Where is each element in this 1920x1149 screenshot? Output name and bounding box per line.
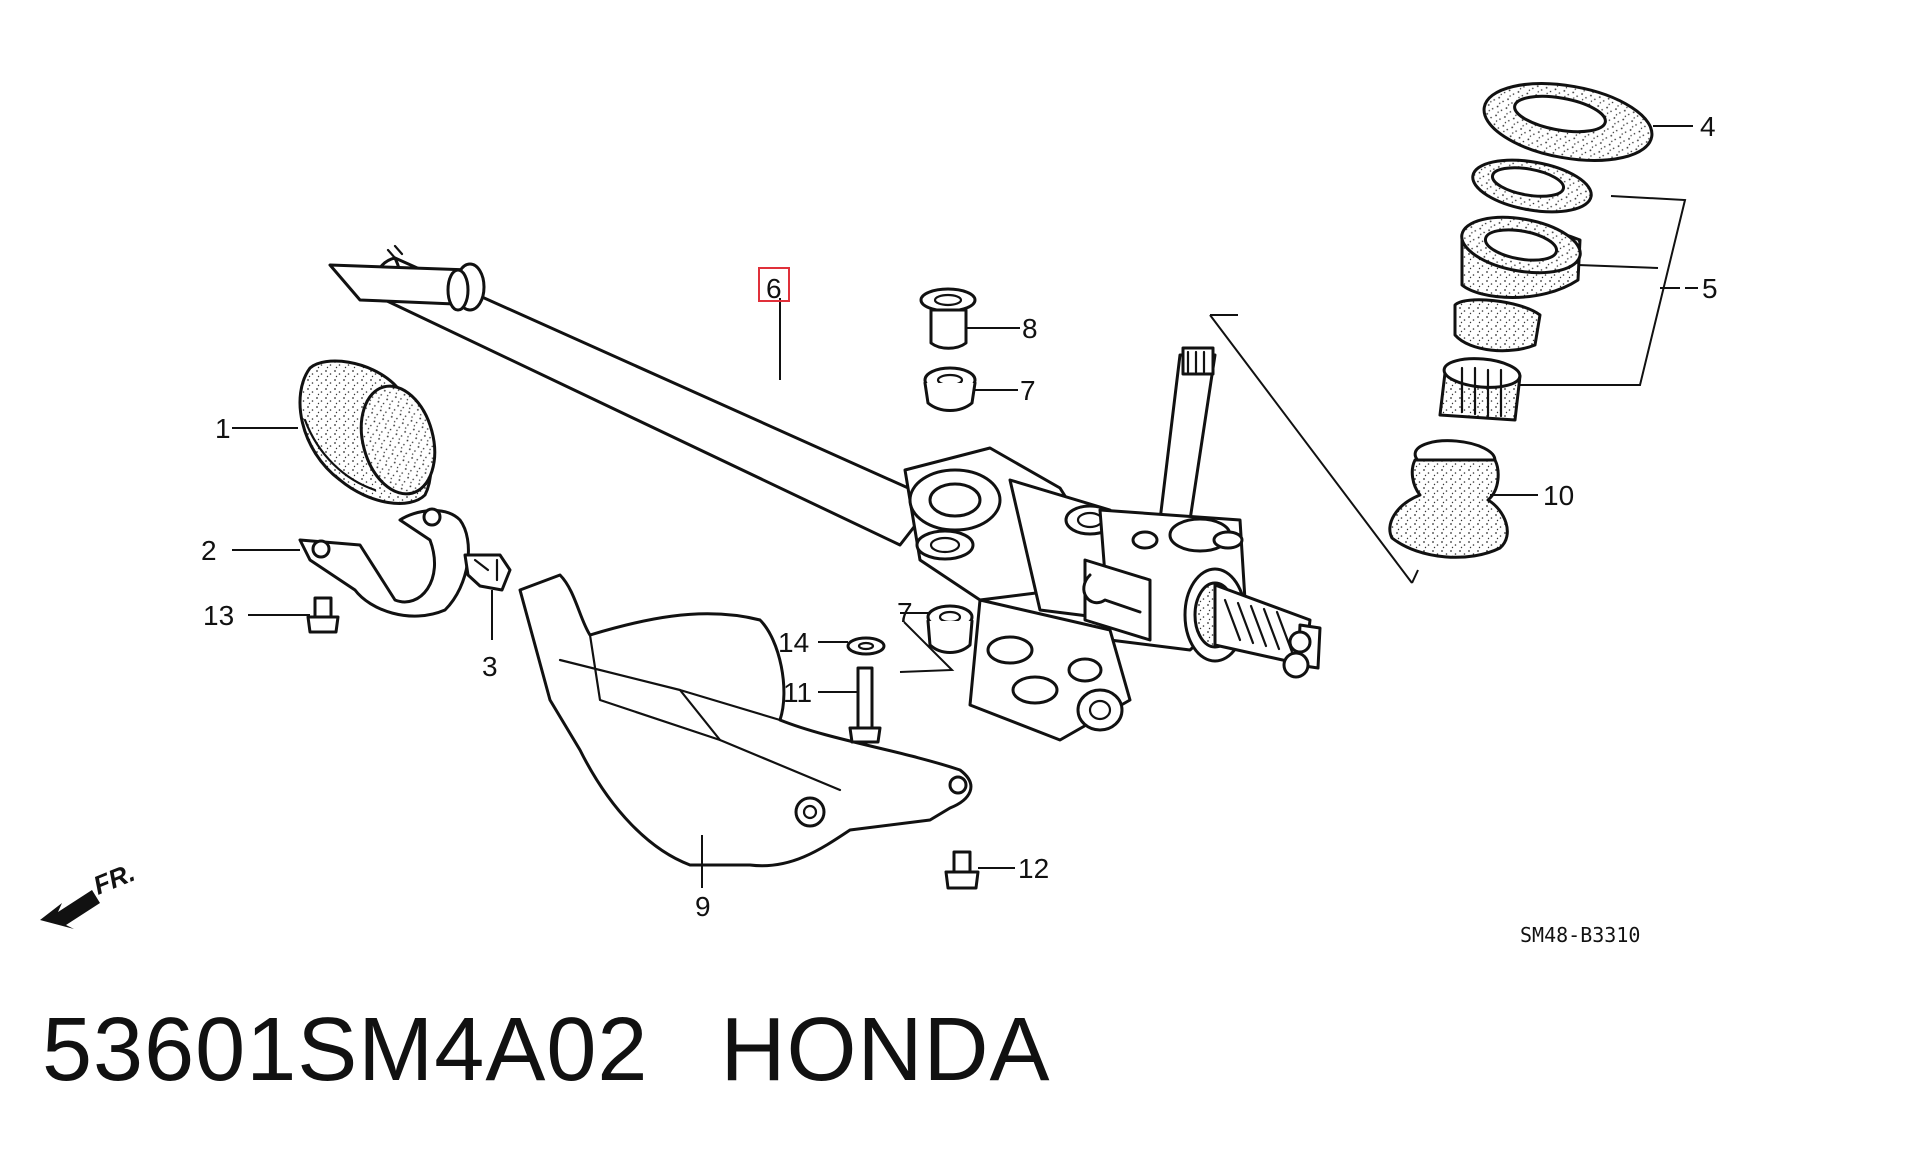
leader-lines	[232, 125, 1698, 888]
front-direction-arrow-icon	[40, 890, 100, 929]
cushion-part-7-lower[interactable]	[926, 604, 974, 654]
callout-14[interactable]: 14	[778, 627, 809, 658]
callout-8[interactable]: 8	[1022, 313, 1038, 344]
flange-bolt-part-13[interactable]	[306, 596, 340, 634]
callout-6[interactable]: 6	[766, 273, 782, 304]
washer-part-14[interactable]	[846, 636, 886, 656]
callout-2[interactable]: 2	[201, 535, 217, 566]
callout-4[interactable]: 4	[1700, 111, 1716, 142]
callout-11[interactable]: 11	[783, 677, 812, 708]
callout-9[interactable]: 9	[695, 891, 711, 922]
callout-13[interactable]: 13	[203, 600, 234, 631]
callout-12[interactable]: 12	[1018, 853, 1049, 884]
bushing-part-1[interactable]	[298, 359, 446, 505]
steering-gear-box-part-6[interactable]	[328, 244, 1322, 742]
diagram-code: SM48-B3310	[1520, 923, 1640, 947]
flange-bolt-part-12[interactable]	[944, 850, 980, 890]
holder-part-2[interactable]	[298, 507, 470, 618]
clip-part-3[interactable]	[463, 553, 512, 592]
callout-7-lower[interactable]: 7	[897, 597, 913, 628]
callout-3[interactable]: 3	[482, 651, 498, 682]
bolt-part-11[interactable]	[848, 666, 882, 744]
front-direction-label: FR.	[89, 857, 139, 901]
cushion-part-7-upper[interactable]	[923, 366, 977, 412]
steering-shield-part-9[interactable]	[518, 573, 973, 868]
group-bracket-lines	[899, 195, 1687, 673]
seal-part-4[interactable]	[1478, 72, 1658, 172]
part-number: 53601SM4A02	[42, 1000, 649, 1100]
callout-1[interactable]: 1	[215, 413, 231, 444]
highlight-box-part-6	[758, 267, 790, 302]
dust-seal-part-10[interactable]	[1388, 438, 1509, 559]
valve-seal-kit-part-5[interactable]	[1438, 152, 1595, 422]
callout-5[interactable]: 5	[1702, 273, 1718, 304]
callout-10[interactable]: 10	[1543, 480, 1574, 511]
cushion-part-8[interactable]	[919, 287, 977, 350]
callout-7-upper[interactable]: 7	[1020, 375, 1036, 406]
brand-name: HONDA	[720, 1000, 1051, 1100]
